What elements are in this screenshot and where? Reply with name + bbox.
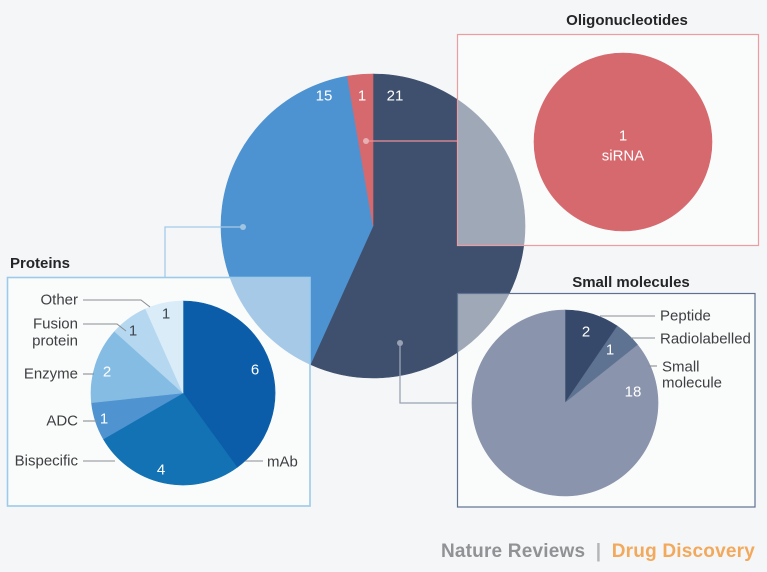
- label-protein: protein: [32, 333, 78, 350]
- proteins-connector-dot: [240, 224, 246, 230]
- small-molecules-value-small-molecule: 18: [625, 384, 642, 401]
- proteins-value-enzyme: 2: [103, 364, 111, 381]
- journal-credit-brand: Nature Reviews: [441, 541, 585, 562]
- small-molecules-leader-lines: [600, 315, 657, 367]
- label-small: Small: [662, 359, 700, 376]
- small-molecules-connector-line: [399, 343, 457, 404]
- proteins-value-mab: 6: [251, 362, 259, 379]
- proteins-value-bispecific: 4: [157, 462, 165, 479]
- oligonucleotides-connector-dot: [363, 138, 369, 144]
- small-molecules-connector-dot: [397, 340, 403, 346]
- journal-credit-separator: |: [596, 541, 602, 562]
- slice-other: [145, 300, 184, 394]
- small-molecules-pie: [471, 309, 659, 497]
- label-bispecific: Bispecific: [15, 453, 79, 470]
- proteins-leader-lines: [83, 299, 263, 462]
- label-adc: ADC: [46, 413, 78, 430]
- label-fusion: Fusion: [33, 316, 78, 333]
- oligonucleotides-value-sirna: 1: [619, 128, 627, 145]
- oligonucleotides-label-sirna: siRNA: [602, 148, 645, 165]
- oligonucleotides-title: Oligonucleotides: [566, 12, 688, 29]
- label-enzyme: Enzyme: [24, 366, 78, 383]
- main-pie-value-proteins: 15: [316, 88, 333, 105]
- slice-small-molecule: [471, 309, 659, 497]
- leader-fusion-protein: [83, 323, 127, 332]
- proteins-value-adc: 1: [100, 411, 108, 428]
- slice-sirna: [533, 52, 713, 232]
- small-molecules-title: Small molecules: [572, 274, 690, 291]
- label-peptide: Peptide: [660, 308, 711, 325]
- slice-mab: [182, 300, 276, 468]
- oligonucleotides-pie: [533, 52, 713, 232]
- leader-other: [83, 299, 151, 308]
- journal-credit: Nature Reviews | Drug Discovery: [441, 541, 755, 562]
- small-molecules-box-border: [456, 292, 756, 508]
- label-other: Other: [40, 292, 78, 309]
- proteins-pie: [90, 300, 276, 486]
- small-molecules-value-peptide: 2: [582, 324, 590, 341]
- slice-oligonucleotides: [346, 73, 374, 227]
- proteins-title: Proteins: [10, 255, 70, 272]
- main-pie-value-small-molecules: 21: [387, 88, 404, 105]
- oligonucleotides-box-border: [456, 33, 760, 247]
- journal-credit-product: Drug Discovery: [612, 541, 755, 562]
- proteins-value-other: 1: [162, 306, 170, 323]
- slice-enzyme: [90, 331, 184, 403]
- proteins-value-fusion-protein: 1: [129, 323, 137, 340]
- main-pie-value-oligonucleotides: 1: [358, 88, 366, 105]
- proteins-box-border: [6, 276, 311, 507]
- label-molecule: molecule: [662, 375, 722, 392]
- label-radiolabelled: Radiolabelled: [660, 331, 751, 348]
- proteins-connector-line: [164, 226, 243, 277]
- small-molecules-value-radiolabelled: 1: [606, 342, 614, 359]
- label-mab: mAb: [267, 454, 298, 471]
- slice-bispecific: [102, 392, 238, 486]
